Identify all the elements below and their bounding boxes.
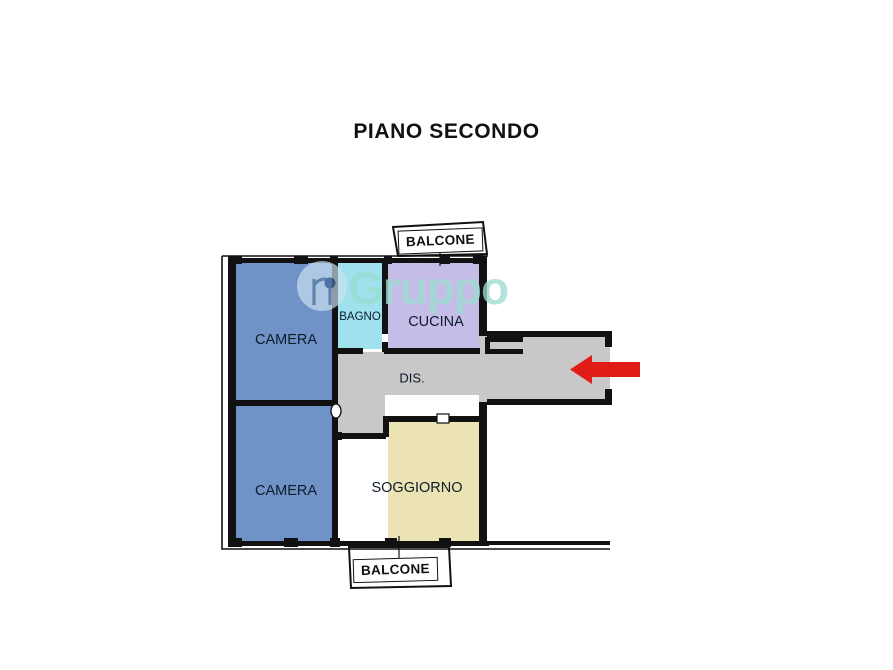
wall-soggiorno-step-v1 (383, 417, 389, 437)
wall-top-seg2 (242, 258, 294, 263)
wall-niche-bottom (487, 349, 523, 354)
wall-corridor-end-bottom (605, 389, 612, 405)
wall-bottom-seg6 (340, 541, 386, 546)
room-soggiorno[interactable] (388, 404, 485, 543)
entrance-arrow (570, 355, 640, 384)
wall-top-seg7 (384, 256, 392, 264)
door-camera-bottom-leaf (330, 403, 342, 419)
wall-soggiorno-step-h1 (336, 433, 386, 439)
page-title: PIANO SECONDO (353, 120, 540, 143)
wall-bottom-seg11 (485, 541, 610, 545)
wall-nub-soggiorno-corner (334, 432, 342, 440)
wall-corridor-top (487, 331, 612, 337)
wall-cucina-corridor (384, 348, 480, 354)
balcony-label-bottom: BALCONE (352, 556, 439, 584)
wall-corridor-bottom (487, 399, 612, 405)
wall-bottom-seg3 (284, 538, 298, 547)
door-soggiorno-opening (436, 413, 450, 424)
wall-bottom-seg9 (439, 538, 451, 547)
wall-bagno-corridor (337, 348, 363, 354)
wall-niche-left (485, 337, 490, 354)
wall-interior-bagno-cucina-b (382, 342, 388, 352)
wall-top-seg8 (392, 258, 440, 263)
wall-interior-camera-bagno (332, 262, 338, 352)
door-camera-bottom-jamb (332, 404, 338, 437)
outer-boundary-line (221, 256, 610, 550)
door-bagno-opening (382, 334, 388, 342)
wall-top-seg4 (308, 258, 330, 263)
wall-top-seg3 (294, 256, 308, 264)
wall-top-seg11 (473, 254, 483, 264)
wall-corridor-end-top (605, 331, 612, 347)
wall-top-seg6 (338, 258, 384, 263)
room-camera-top[interactable] (235, 262, 334, 401)
wall-top-seg9 (440, 256, 450, 264)
wall-soggiorno-step-h2 (383, 416, 483, 422)
room-bagno[interactable] (337, 262, 384, 349)
room-camera-bottom[interactable] (235, 406, 334, 543)
wall-right-lower (479, 402, 487, 544)
balcony-label-top: BALCONE (397, 227, 484, 255)
wall-top-seg5 (330, 256, 338, 264)
wall-bottom-seg7 (385, 538, 397, 547)
wall-camera-corridor-vert (332, 352, 338, 404)
wall-bottom-seg2 (242, 541, 284, 546)
wall-camera-soggiorno (332, 437, 338, 543)
balcony-top-outline (391, 220, 489, 258)
wall-bagno-corridor-stub (334, 348, 340, 354)
wall-bottom-seg1 (228, 538, 242, 547)
wall-niche-top (487, 337, 523, 342)
room-cucina[interactable] (388, 262, 479, 351)
wall-bottom-seg8 (397, 541, 441, 546)
wall-top-seg10 (450, 258, 480, 263)
wall-bottom-seg10 (451, 541, 489, 546)
wall-left-exterior (228, 256, 236, 546)
wall-interior-bagno-cucina (382, 262, 388, 334)
wall-right-upper (479, 256, 487, 336)
balcony-bottom-outline (347, 546, 453, 590)
wall-between-cameras (234, 400, 334, 406)
wall-bottom-seg4 (298, 541, 332, 546)
room-disimpegno[interactable] (337, 335, 610, 437)
